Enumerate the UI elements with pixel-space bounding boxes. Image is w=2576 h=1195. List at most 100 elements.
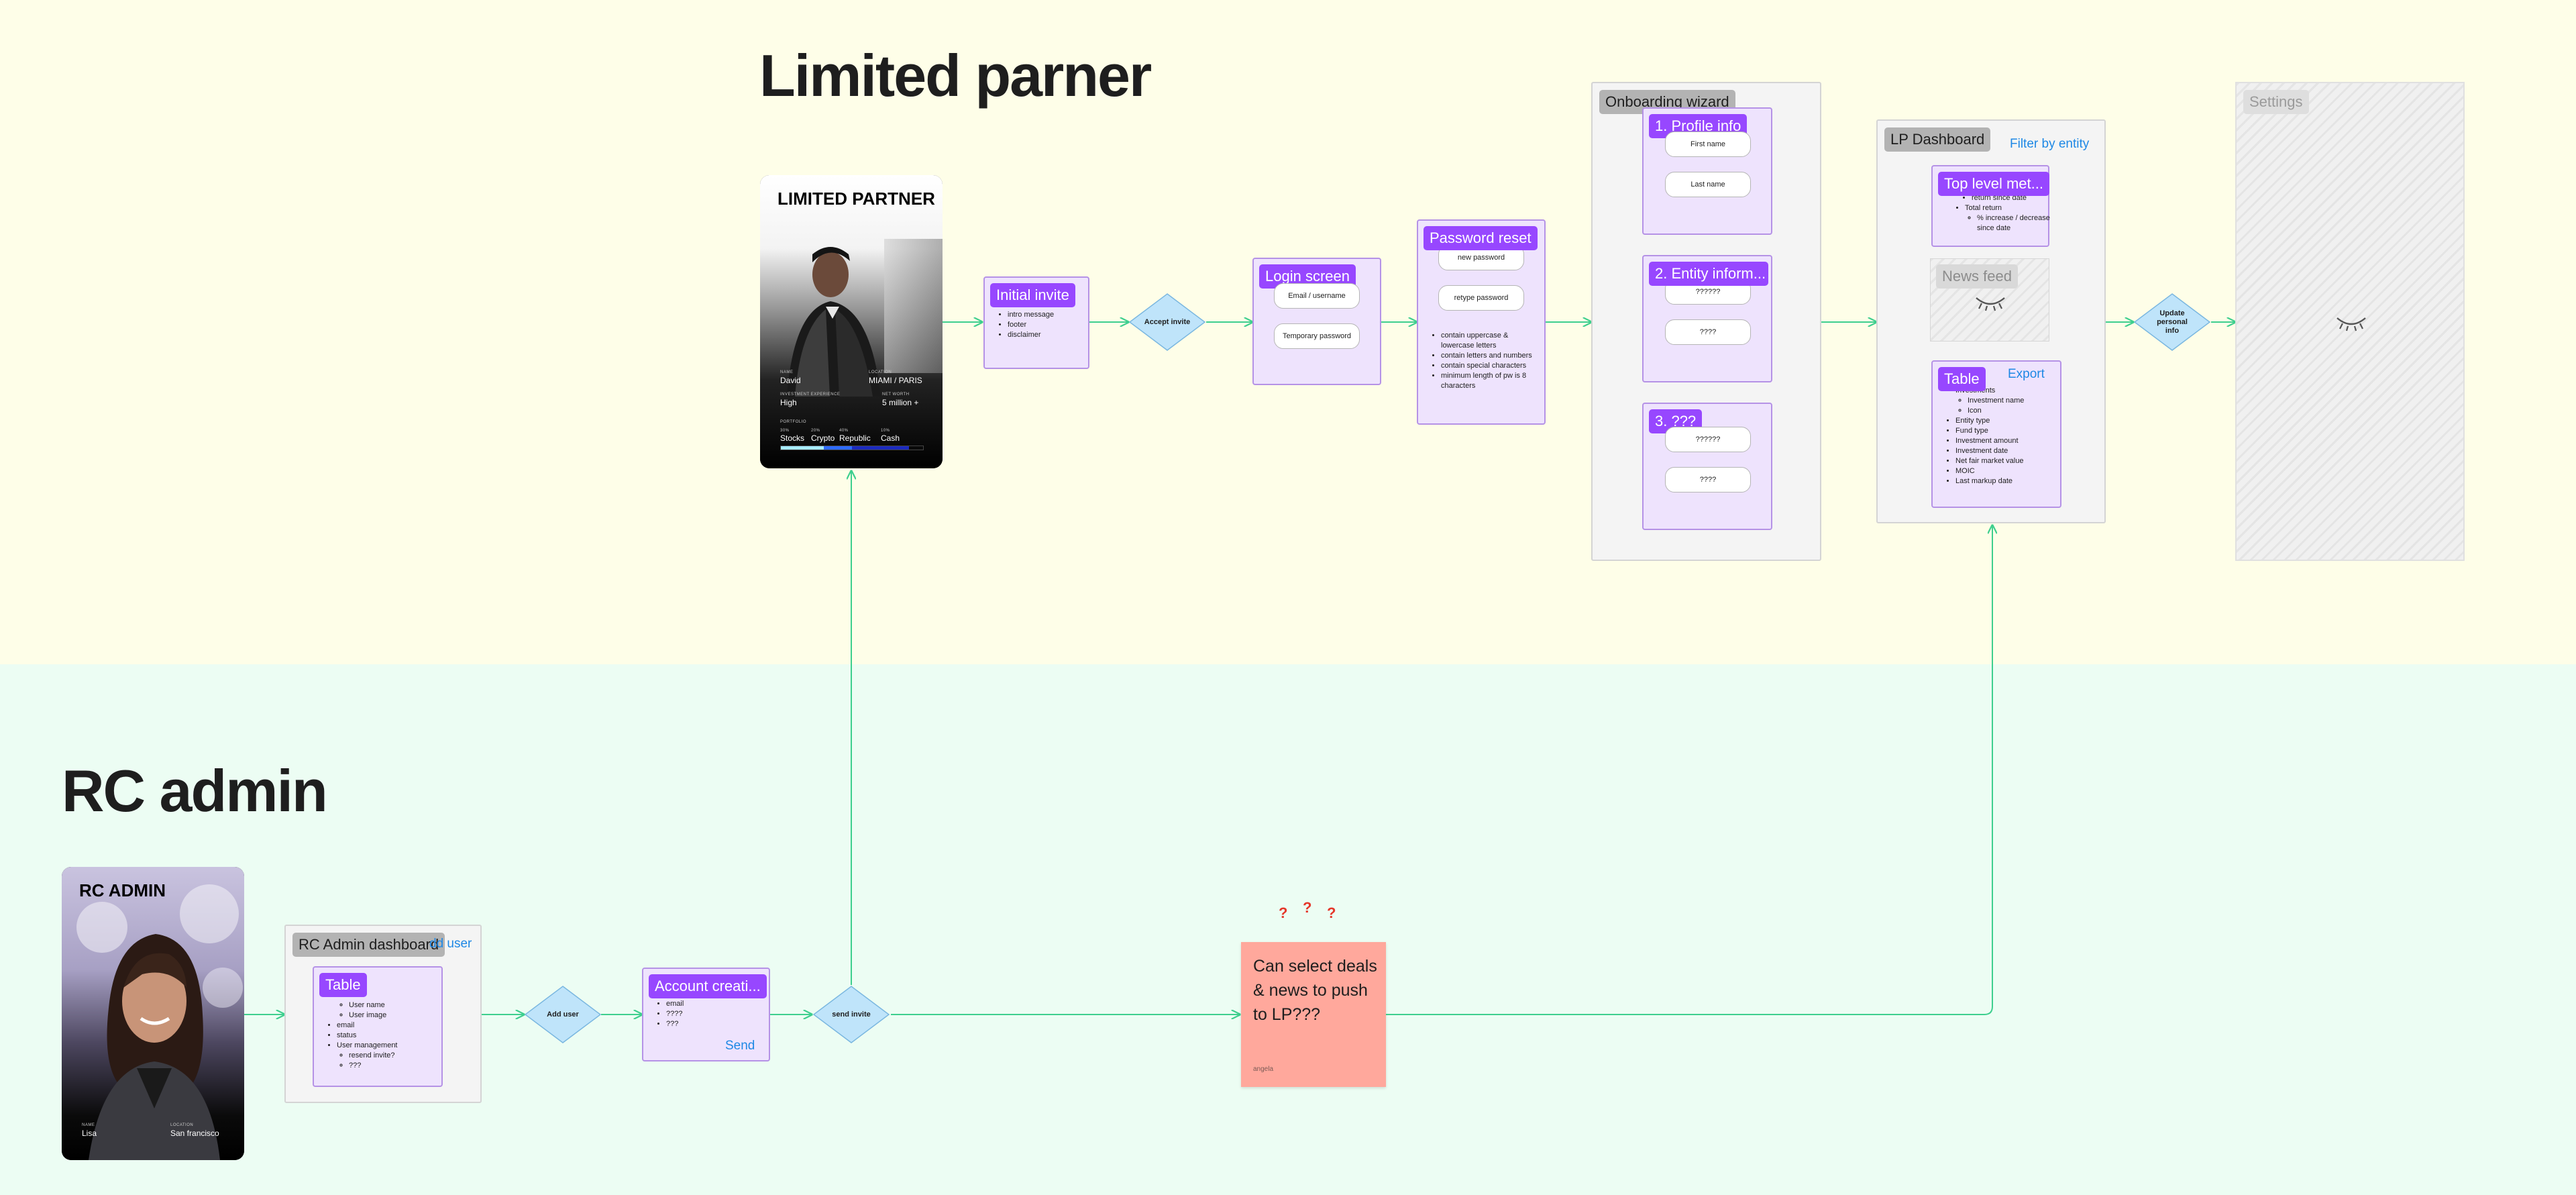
filter-by-entity-link[interactable]: Filter by entity	[2010, 137, 2090, 151]
question-mark: ?	[1327, 904, 1336, 921]
news-feed-placeholder: News feed	[1930, 258, 2049, 342]
add-user-link[interactable]: dd user	[429, 937, 472, 951]
portfolio-segment	[823, 446, 852, 450]
admin-location-label: LOCATION	[170, 1123, 194, 1127]
lp-table-tag: Table	[1938, 367, 1986, 391]
admin-photo	[62, 867, 244, 1160]
accept-invite-decision[interactable]: Accept invite	[1128, 293, 1206, 352]
list-item: ???	[666, 1019, 767, 1029]
portfolio-asset-name: Cash	[881, 433, 900, 443]
temporary-password-field[interactable]: Temporary password	[1274, 323, 1360, 349]
lp-portfolio-label: PORTFOLIO	[780, 420, 807, 424]
lp-dashboard-frame: LP Dashboard Filter by entity return sin…	[1876, 119, 2106, 523]
onboarding-step-entity[interactable]: ?????? 2. Entity inform... ????	[1642, 255, 1772, 382]
list-item: disclaimer	[1008, 330, 1054, 340]
list-item: contain uppercase & lowercase letters	[1441, 331, 1542, 351]
lp-networth: 5 million +	[882, 398, 919, 407]
rc-admin-persona-card: RC ADMIN NAME Lisa LOCATION San francisc…	[62, 867, 244, 1160]
portfolio-asset-name: Stocks	[780, 433, 805, 443]
list-item: email	[337, 1021, 451, 1031]
sticky-note[interactable]: Can select deals & news to push to LP???…	[1241, 942, 1386, 1087]
list-item: Icon	[1968, 406, 2070, 416]
lp-name: David	[780, 376, 801, 385]
question-mark: ?	[1303, 899, 1312, 916]
rc-admin-table-card[interactable]: User User name User image email status U…	[313, 966, 443, 1087]
step-three-field-1[interactable]: ??????	[1665, 427, 1751, 452]
list-item: Net fair market value	[1955, 456, 2070, 466]
portfolio-segment	[908, 446, 923, 450]
portfolio-percent-label: 30%	[780, 429, 790, 433]
list-item: User image	[349, 1010, 451, 1021]
list-item: User management	[337, 1041, 451, 1051]
sticky-note-text: Can select deals & news to push to LP???	[1253, 957, 1377, 1024]
portfolio-percent-label: 20%	[811, 429, 820, 433]
portfolio-asset-name: Republic	[839, 433, 871, 443]
first-name-field[interactable]: First name	[1665, 132, 1751, 157]
lp-table-card[interactable]: Export Investments Investment name Icon …	[1931, 360, 2061, 508]
send-link[interactable]: Send	[725, 1039, 755, 1053]
list-item: % increase / decrease since date	[1977, 213, 2059, 233]
list-item: ????	[666, 1009, 767, 1019]
onboarding-step-three[interactable]: 3. ??? ?????? ????	[1642, 403, 1772, 530]
hidden-eye-icon	[1976, 297, 2005, 311]
portfolio-percent-label: 10%	[881, 429, 890, 433]
top-level-metrics-tag: Top level met...	[1938, 172, 2049, 196]
list-item: footer	[1008, 320, 1054, 330]
list-item: status	[337, 1031, 451, 1041]
list-item: Fund type	[1955, 426, 2070, 436]
onboarding-step-profile[interactable]: 1. Profile info First name Last name	[1642, 107, 1772, 235]
lp-dashboard-title: LP Dashboard	[1884, 127, 1991, 152]
lp-photo	[760, 175, 943, 468]
send-invite-decision[interactable]: send invite	[812, 985, 890, 1044]
lp-persona-card: LIMITED PARTNER NAME David LOCATION MIAM…	[760, 175, 943, 468]
list-item: contain letters and numbers	[1441, 351, 1542, 361]
list-item: Entity type	[1955, 416, 2070, 426]
password-rules: contain uppercase & lowercase letters co…	[1429, 331, 1542, 391]
add-user-decision[interactable]: Add user	[524, 985, 602, 1044]
top-level-metrics-card[interactable]: return since date Total return % increas…	[1931, 165, 2050, 247]
question-mark: ?	[1279, 904, 1288, 921]
lp-location: MIAMI / PARIS	[869, 376, 922, 385]
lane-title-rc-admin: RC admin	[62, 758, 328, 824]
lp-location-label: LOCATION	[869, 370, 892, 374]
step-three-field-2[interactable]: ????	[1665, 467, 1751, 492]
entity-field-2[interactable]: ????	[1665, 319, 1751, 345]
list-item: Total return	[1965, 203, 2059, 213]
export-link[interactable]: Export	[2008, 367, 2045, 381]
portfolio-segment	[781, 446, 824, 450]
hidden-eye-icon	[2337, 317, 2366, 331]
update-personal-info-label: Update personal info	[2157, 309, 2188, 335]
list-item: Last markup date	[1955, 476, 2070, 486]
rc-admin-table-tag: Table	[319, 973, 367, 997]
send-invite-label: send invite	[832, 1010, 871, 1019]
portfolio-asset-name: Crypto	[811, 433, 835, 443]
onboarding-step-tag: 2. Entity inform...	[1649, 262, 1768, 286]
update-personal-info-decision[interactable]: Update personal info	[2133, 293, 2211, 352]
list-item: Investment amount	[1955, 436, 2070, 446]
portfolio-percent-label: 40%	[839, 429, 849, 433]
list-item: MOIC	[1955, 466, 2070, 476]
rc-admin-table-columns: User User name User image email status U…	[325, 990, 451, 1071]
account-creation-card[interactable]: username email ???? ??? Account creati..…	[642, 968, 770, 1061]
email-username-field[interactable]: Email / username	[1274, 283, 1360, 309]
lp-name-label: NAME	[780, 370, 794, 374]
list-item: contain special characters	[1441, 361, 1542, 371]
initial-invite-card[interactable]: Initial invite intro message footer disc…	[983, 276, 1089, 369]
rc-admin-dashboard-title: RC Admin dashboard	[292, 933, 445, 957]
last-name-field[interactable]: Last name	[1665, 172, 1751, 197]
account-creation-tag: Account creati...	[649, 974, 767, 998]
sticky-note-author: angela	[1253, 1066, 1274, 1073]
password-reset-card[interactable]: new password Password reset retype passw…	[1417, 219, 1546, 425]
retype-password-field[interactable]: retype password	[1438, 285, 1524, 311]
list-item: email	[666, 999, 767, 1009]
lp-persona-title: LIMITED PARTNER	[777, 189, 935, 209]
admin-name-label: NAME	[82, 1123, 95, 1127]
add-user-label: Add user	[547, 1010, 579, 1019]
list-item: Investment date	[1955, 446, 2070, 456]
lp-table-columns: Investments Investment name Icon Entity …	[1943, 386, 2070, 486]
list-item: User name	[349, 1000, 451, 1010]
news-feed-tag: News feed	[1936, 264, 2018, 289]
list-item: minimum length of pw is 8 characters	[1441, 371, 1542, 391]
rc-admin-dashboard-frame: RC Admin dashboard dd user User User nam…	[284, 925, 482, 1103]
login-screen-card[interactable]: Login screen Email / username Temporary …	[1252, 258, 1381, 385]
